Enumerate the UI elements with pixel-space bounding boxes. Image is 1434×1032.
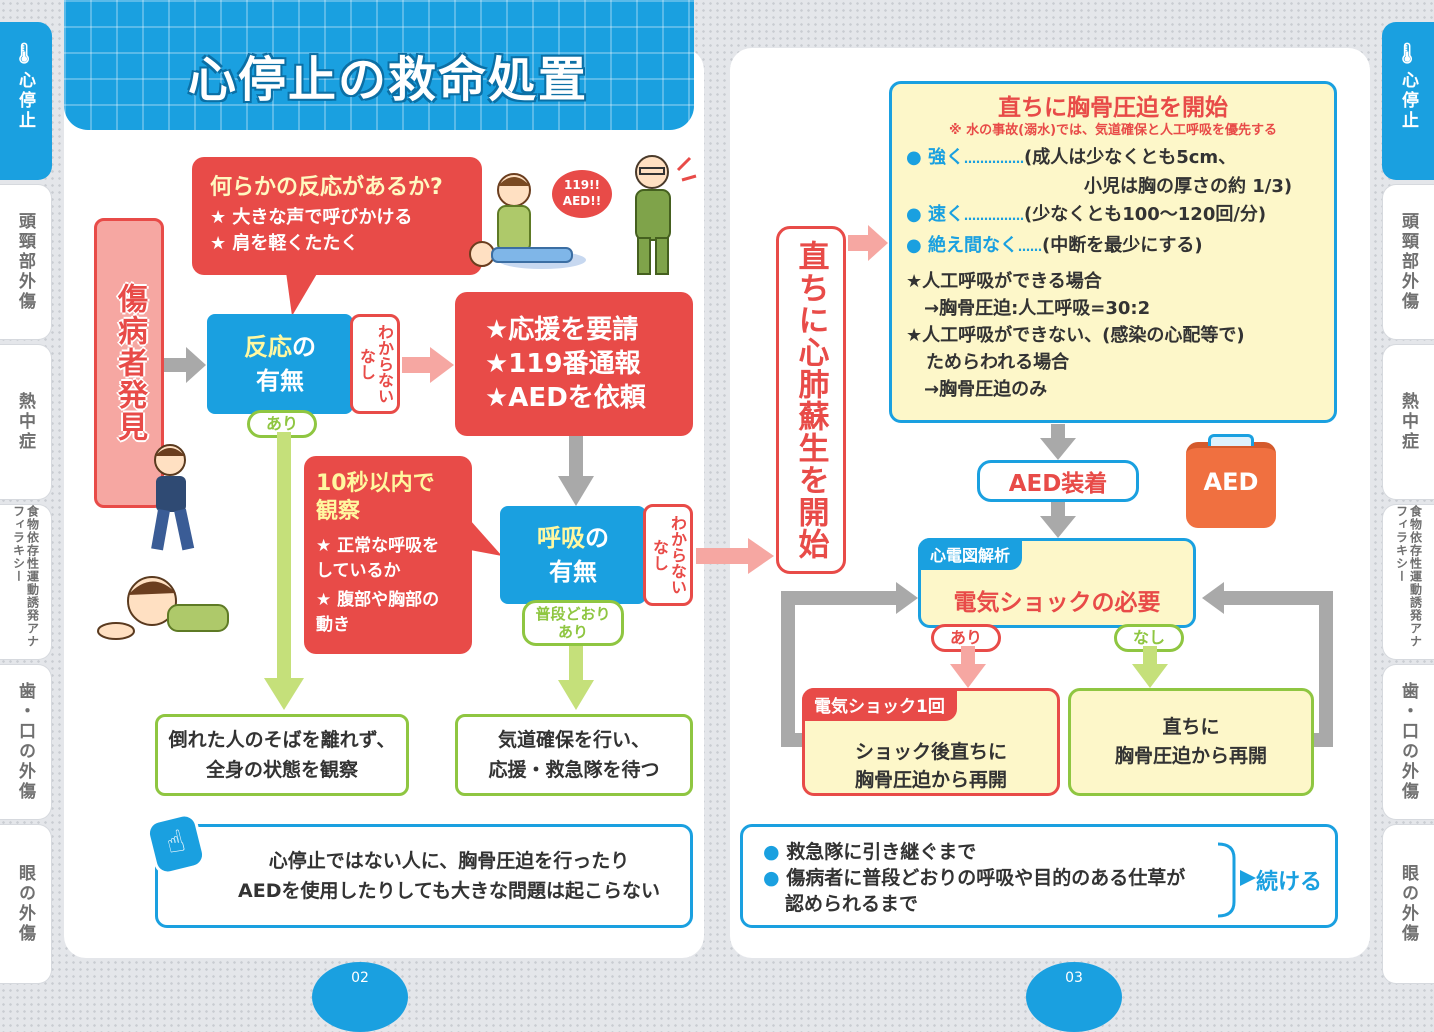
tab-anaphylaxis-right[interactable]: 食物依存性運動誘発アナフィラキシー	[1382, 504, 1434, 660]
chest-compression-box: 直ちに胸骨圧迫を開始 ※ 水の事故(溺水)では、気道確保と人工呼吸を優先する ●…	[889, 81, 1337, 423]
arrow-response-to-stay	[264, 432, 304, 710]
tab-cardiac-arrest-left[interactable]: 🌡心停止	[0, 22, 52, 180]
observe-item: ★ 正常な呼吸を しているか	[316, 536, 440, 581]
arrow-aed-to-ecg	[1040, 502, 1076, 538]
arrow-cpr-to-compress	[848, 225, 888, 261]
tab-eye-left[interactable]: 眼の外傷	[0, 824, 52, 984]
cannot-breath-line-cont: ためらわれる場合	[926, 352, 1070, 373]
tab-heatstroke-left[interactable]: 熱中症	[0, 344, 52, 500]
page-number-left: 02	[351, 970, 369, 986]
stay-and-observe-box: 倒れた人のそばを離れず、 全身の状態を観察	[155, 714, 409, 796]
tab-teeth-mouth-right[interactable]: 歯・口の外傷	[1382, 664, 1434, 820]
loop-lines	[781, 582, 1333, 747]
arrow-call-to-breath	[558, 436, 594, 506]
tab-head-neck-right[interactable]: 頭頸部外傷	[1382, 184, 1434, 340]
arrow-ecg-to-shock	[950, 646, 986, 688]
continue-box: ● 救急隊に引き継ぐまで ● 傷病者に普段どおりの呼吸や目的のある仕草が 認めら…	[740, 824, 1338, 928]
drowning-note: ※ 水の事故(溺水)では、気道確保と人工呼吸を優先する	[948, 123, 1278, 138]
thermometer-icon: 🌡	[11, 41, 40, 65]
observe-title: 10秒以内で 観察	[316, 471, 435, 524]
tab-head-neck-left[interactable]: 頭頸部外傷	[0, 184, 52, 340]
ecg-analysis-box: 心電図解析 電気ショックの必要	[918, 538, 1196, 628]
can-breath-line: ★人工呼吸ができる場合	[906, 271, 1102, 292]
note-box: 心停止ではない人に、胸骨圧迫を行ったり AEDを使用したりしても大きな問題は起こ…	[155, 824, 693, 928]
aed-device-illustration: AED	[1186, 434, 1276, 528]
arrow-compress-to-aed	[1040, 424, 1076, 460]
arrow-discovery-to-response	[164, 347, 206, 383]
arrow-response-to-call	[402, 347, 454, 383]
airway-and-wait-box: 気道確保を行い、 応援・救急隊を待つ	[455, 714, 693, 796]
compression-title: 直ちに胸骨圧迫を開始	[998, 95, 1228, 121]
normal-breathing-label: 普段どおり あり	[522, 600, 624, 646]
call-for-help-box: ★応援を要請 ★119番通報 ★AEDを依頼	[455, 292, 693, 436]
page-title: 心停止の救命処置	[188, 52, 589, 108]
breathing-check-box: 呼吸の 有無	[500, 506, 646, 604]
rescuer-illustration	[469, 173, 586, 269]
arrow-breath-to-airway	[558, 646, 594, 710]
title-banner	[64, 0, 694, 130]
running-person-illustration	[151, 444, 195, 551]
unknown-none-label-1: わからない なし	[350, 314, 400, 414]
ecg-text: 電気ショックの必要	[953, 590, 1161, 616]
tab-cardiac-arrest-right[interactable]: 🌡心停止	[1382, 22, 1434, 180]
response-question-item: ★ 肩を軽くたたく	[210, 233, 359, 254]
continue-item: ● 救急隊に引き継ぐまで	[763, 841, 977, 863]
response-question-item: ★ 大きな声で呼びかける	[210, 207, 413, 228]
unknown-none-label-2: わからない なし	[643, 504, 693, 606]
tab-heatstroke-right[interactable]: 熱中症	[1382, 344, 1434, 500]
aed-device-label: AED	[1203, 468, 1259, 496]
electric-shock-box: 電気ショック1回 ショック後直ちに 胸骨圧迫から再開	[802, 688, 1060, 796]
compress-item-fast: ● 速く……………(少なくとも100〜120回/分)	[906, 204, 1267, 225]
start-cpr-box: 直ちに心肺蘇生を開始	[776, 226, 846, 574]
victim-found-box: 傷病者発見	[94, 218, 164, 508]
ratio-line: →胸骨圧迫:人工呼吸=30:2	[924, 298, 1151, 319]
observe-item: ★ 腹部や胸部の 動き	[316, 590, 440, 635]
resume-compression-box: 直ちに 胸骨圧迫から再開	[1068, 688, 1314, 796]
compress-item-strong-cont: 小児は胸の厚さの約 1/3)	[1084, 176, 1293, 197]
compress-item-strong: ● 強く……………(成人は少なくとも5cm、	[906, 147, 1237, 168]
continue-item: ● 傷病者に普段どおりの呼吸や目的のある仕草が	[763, 867, 1186, 889]
response-check-box: 反応の 有無	[207, 314, 353, 414]
thermometer-icon: 🌡	[1394, 41, 1423, 65]
compress-item-continuous: ● 絶え間なく……(中断を最少にする)	[906, 235, 1203, 256]
shock-tag: 電気ショック1回	[802, 688, 957, 721]
observe-box: 10秒以内で 観察 ★ 正常な呼吸を しているか ★ 腹部や胸部の 動き	[304, 456, 472, 654]
tab-eye-right[interactable]: 眼の外傷	[1382, 824, 1434, 984]
caller-illustration	[635, 155, 697, 275]
observe-pointer	[470, 520, 502, 556]
compression-only-line: →胸骨圧迫のみ	[924, 379, 1048, 400]
collapsed-person-illustration	[97, 576, 229, 640]
continue-action: 続ける	[1256, 870, 1323, 895]
bubble-tail	[286, 272, 318, 316]
tab-anaphylaxis-left[interactable]: 食物依存性運動誘発アナフィラキシー	[0, 504, 52, 660]
page-number-right: 03	[1065, 970, 1083, 986]
arrow-breath-to-cpr	[696, 538, 774, 574]
response-question-bubble: 何らかの反応があるか? ★ 大きな声で呼びかける ★ 肩を軽くたたく	[192, 157, 482, 275]
tab-teeth-mouth-left[interactable]: 歯・口の外傷	[0, 664, 52, 820]
cannot-breath-line: ★人工呼吸ができない、(感染の心配等で)	[906, 325, 1245, 346]
aed-attach-box: AED装着	[977, 460, 1139, 502]
shout-119-bubble: 119!! AED!!	[552, 170, 612, 218]
continue-bracket	[1217, 842, 1256, 918]
arrow-ecg-to-resume	[1132, 646, 1168, 688]
response-question-title: 何らかの反応があるか?	[210, 175, 443, 200]
continue-item-cont: 認められるまで	[785, 893, 919, 915]
ecg-tag: 心電図解析	[918, 538, 1023, 570]
